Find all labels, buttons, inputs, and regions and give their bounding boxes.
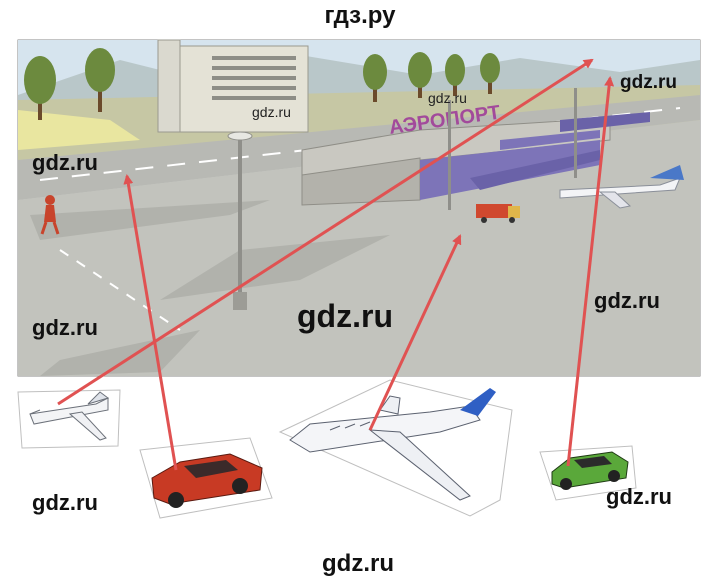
lamp-post-icon: [227, 131, 253, 310]
watermark: gdz.ru: [322, 550, 394, 577]
arrow-redcar-to-road: [123, 174, 178, 471]
tree-icon-1: [24, 56, 56, 120]
arrow-greencar-to-field: [566, 76, 615, 467]
watermark: gdz.ru: [620, 72, 677, 93]
lamp-post-icon-2: [448, 88, 577, 210]
airport-picture: АЭРОПОРТ: [17, 39, 701, 377]
tower-building: [157, 39, 309, 133]
arrow-airliner-to-apron: [368, 234, 462, 431]
site-title: гдз.ру: [324, 2, 396, 29]
airliner-card: [278, 379, 513, 517]
tree-icon-2: [85, 48, 115, 112]
truck-icon: [476, 204, 520, 223]
tree-icon-3: [363, 54, 387, 102]
watermark: gdz.ru: [297, 298, 393, 334]
watermark: gdz.ru: [32, 315, 98, 340]
watermark: gdz.ru: [594, 288, 660, 313]
jet-card: [17, 389, 121, 449]
person-icon: [40, 195, 60, 235]
watermark: gdz.ru: [606, 484, 672, 509]
tree-icon-5: [445, 54, 465, 96]
red-car-card: [139, 437, 273, 519]
watermark: gdz.ru: [252, 104, 291, 120]
answer-arrows: [57, 58, 615, 471]
arrow-jet-to-runway: [57, 58, 594, 406]
watermark: gdz.ru: [32, 490, 98, 515]
watermark: gdz.ru: [32, 150, 98, 175]
tarmac-plane-icon: [559, 165, 684, 209]
tree-icon-4: [408, 52, 432, 98]
green-car-card: [539, 445, 637, 501]
tree-icon-6: [480, 53, 500, 94]
watermark: gdz.ru: [428, 90, 467, 106]
